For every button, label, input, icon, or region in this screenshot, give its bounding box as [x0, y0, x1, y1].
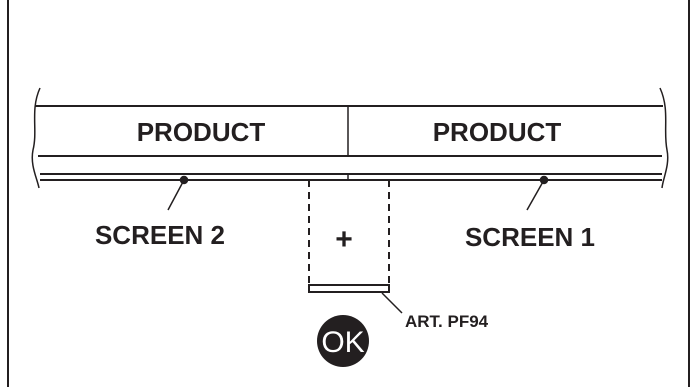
frame: [7, 0, 690, 387]
ok-text: OK: [321, 326, 364, 359]
screen-1-label: SCREEN 1: [465, 222, 595, 252]
article-label: ART. PF94: [405, 312, 489, 331]
joint-box: [308, 180, 390, 293]
product-label-left: PRODUCT: [137, 117, 266, 147]
product-label-right: PRODUCT: [433, 117, 562, 147]
ok-circle: [317, 315, 369, 367]
plus-sign: +: [335, 223, 353, 256]
screen-1-leader: [526, 175, 549, 211]
product-band: [31, 87, 669, 189]
screen-2-leader: [167, 175, 189, 211]
article-leader: [381, 292, 403, 314]
ok-badge: OK: [317, 315, 369, 367]
screen-2-label: SCREEN 2: [95, 220, 225, 250]
